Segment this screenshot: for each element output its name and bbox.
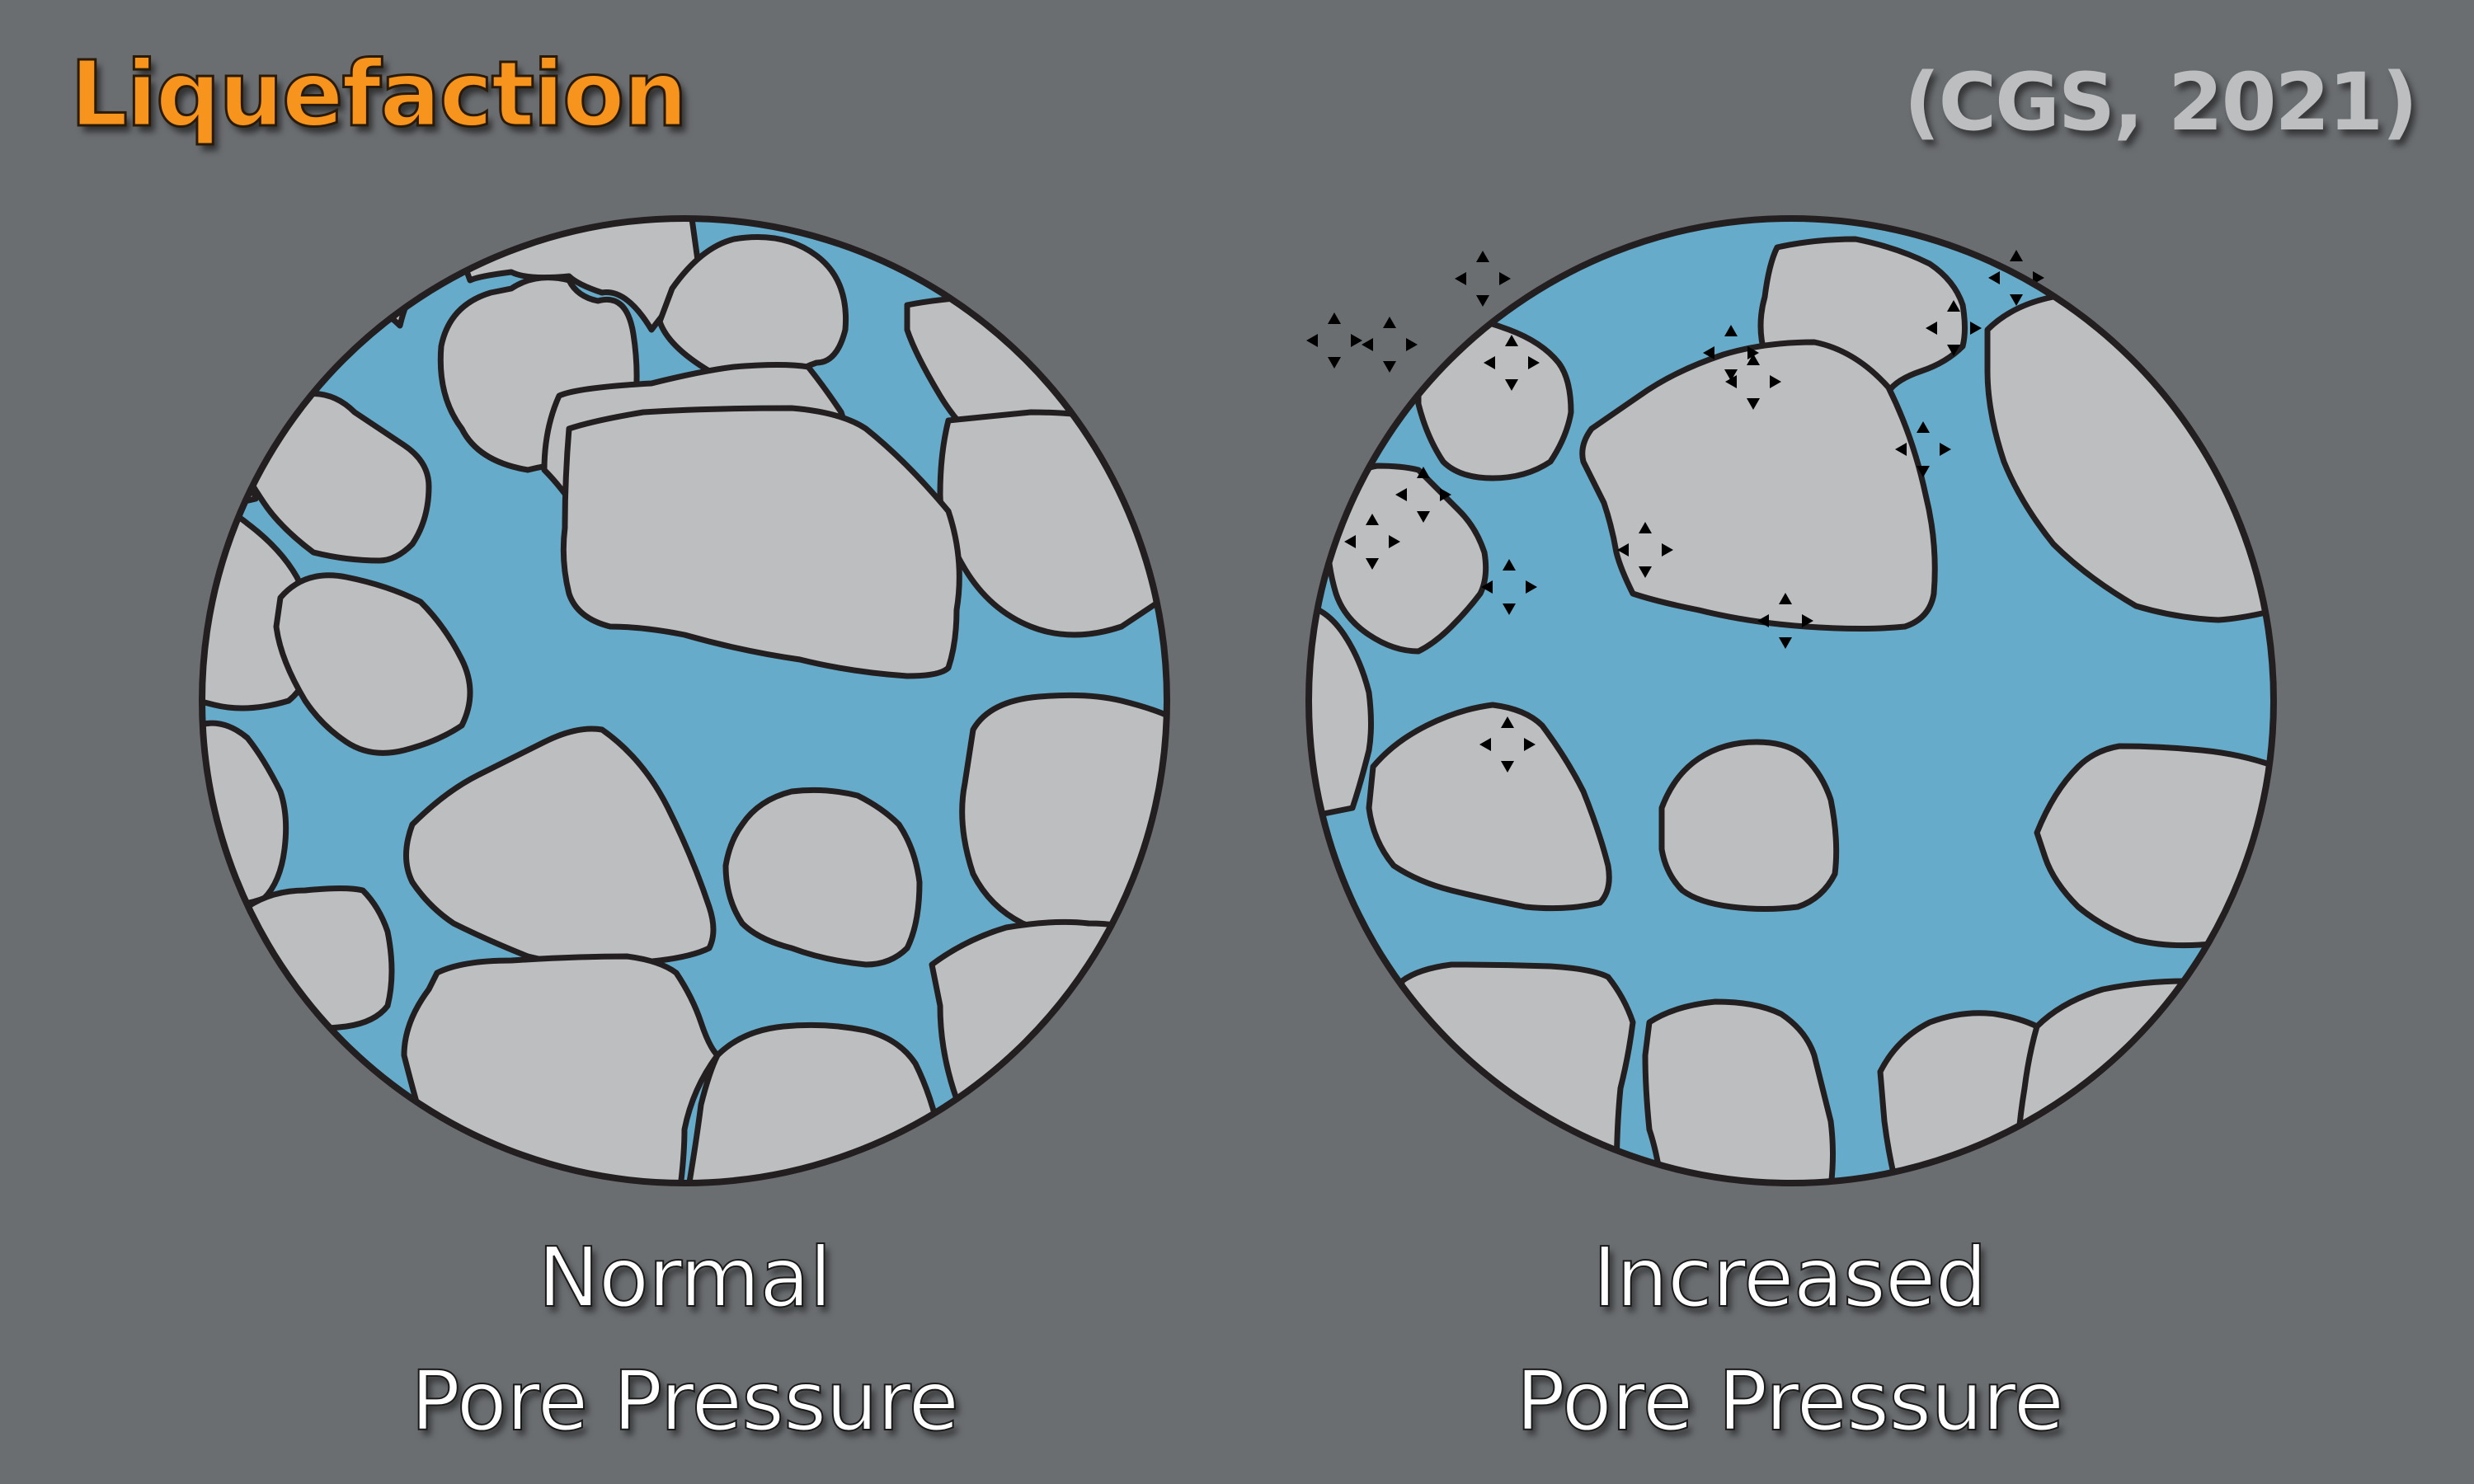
soil-grain xyxy=(273,572,473,756)
soil-grain xyxy=(1309,244,1401,374)
normal-pore-pressure-panel xyxy=(199,215,1170,1186)
caption-line-2: Pore Pressure xyxy=(410,1352,960,1450)
soil-grain xyxy=(959,692,1167,937)
normal-pore-pressure-caption: Normal Pore Pressure xyxy=(313,1216,1056,1463)
pressure-arrow-icon xyxy=(1362,317,1418,373)
soil-grain xyxy=(401,953,721,1183)
source-credit: (CGS, 2021) xyxy=(1903,56,2418,148)
increased-pore-pressure-panel xyxy=(1305,215,2277,1186)
increased-pore-pressure-caption: Increased Pore Pressure xyxy=(1418,1216,2161,1463)
soil-grain xyxy=(1877,1010,2040,1183)
soil-grain xyxy=(560,405,962,679)
normal-sample-outline xyxy=(199,215,1170,1186)
caption-line-2: Pore Pressure xyxy=(1515,1352,2065,1450)
soil-grain xyxy=(722,787,923,968)
pore-water xyxy=(202,218,1167,1183)
caption-line-1: Increased xyxy=(1592,1228,1988,1327)
soil-grain xyxy=(1399,218,1512,300)
soil-grain xyxy=(1309,603,1374,819)
soil-grain xyxy=(1579,339,1938,632)
pressure-arrow-icon xyxy=(1306,312,1362,369)
soil-grain xyxy=(403,726,717,968)
soil-grain xyxy=(1366,702,1612,912)
soil-grain xyxy=(1642,998,1836,1183)
soil-grain xyxy=(1309,508,1331,539)
diagram-title: Liquefaction xyxy=(69,40,689,148)
soil-grain xyxy=(1390,961,1636,1183)
soil-grain xyxy=(1658,739,1840,912)
caption-line-1: Normal xyxy=(537,1228,833,1327)
soil-grain xyxy=(202,343,267,436)
soil-grain xyxy=(2013,978,2274,1183)
soil-grain xyxy=(1309,909,1383,1133)
soil-grain xyxy=(306,218,416,310)
soil-grain xyxy=(202,1027,321,1183)
soil-grain xyxy=(2034,743,2274,949)
soil-grain xyxy=(1324,463,1489,655)
pressure-arrow-icon xyxy=(1455,251,1511,307)
increased-sample-outline xyxy=(1305,215,2277,1186)
soil-grain xyxy=(929,918,1141,1174)
